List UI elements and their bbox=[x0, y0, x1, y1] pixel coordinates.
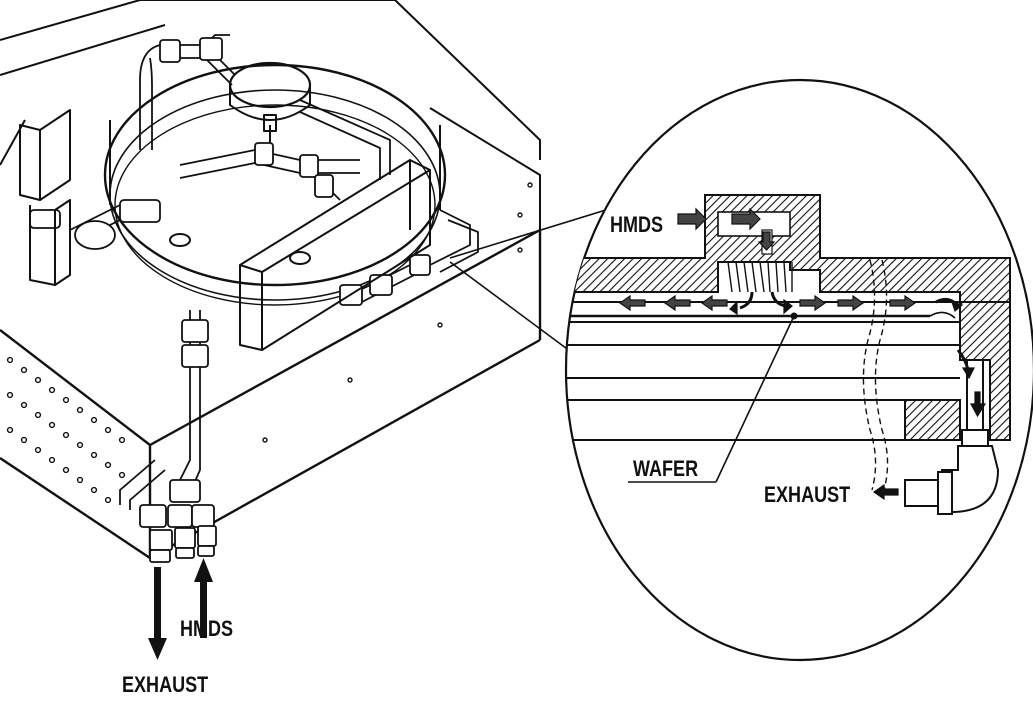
magnifier-circle bbox=[564, 78, 1033, 662]
exhaust-down-arrow bbox=[148, 567, 167, 660]
main-flow-arrows bbox=[148, 558, 213, 660]
inlet-arrow-2 bbox=[731, 207, 761, 231]
perforation-holes bbox=[6, 356, 126, 504]
hotplate-unit-drawing bbox=[0, 0, 542, 563]
hmds-tank bbox=[228, 61, 312, 145]
wafer-label: WAFER bbox=[633, 457, 699, 481]
chamber-lid bbox=[103, 63, 447, 306]
inlet-arrow-1 bbox=[677, 207, 707, 231]
break-lines bbox=[862, 259, 889, 491]
right-bracket bbox=[239, 159, 431, 351]
inlet-arrow-down bbox=[757, 231, 776, 251]
exhaust-inset-label: EXHAUST bbox=[764, 483, 851, 507]
pipe-fittings bbox=[29, 37, 431, 563]
exhaust-pipe bbox=[904, 359, 1000, 515]
wafer-callout bbox=[628, 312, 798, 483]
exhaust-outlet-arrow bbox=[872, 483, 899, 501]
showerhead-nozzles bbox=[727, 261, 793, 293]
exhaust-main-label: EXHAUST bbox=[122, 673, 209, 697]
chamber-lid-section bbox=[566, 194, 1011, 303]
hot-plate-layers bbox=[566, 314, 990, 441]
hmds-up-arrow bbox=[194, 558, 213, 638]
gas-flow-arrows bbox=[618, 207, 987, 501]
magnifier-leader-lines bbox=[449, 204, 623, 361]
hmds-main-label: HMDS bbox=[180, 617, 233, 641]
magnified-inset bbox=[564, 78, 1033, 662]
hmds-inset-label: HMDS bbox=[610, 213, 663, 237]
left-bracket bbox=[19, 109, 71, 286]
